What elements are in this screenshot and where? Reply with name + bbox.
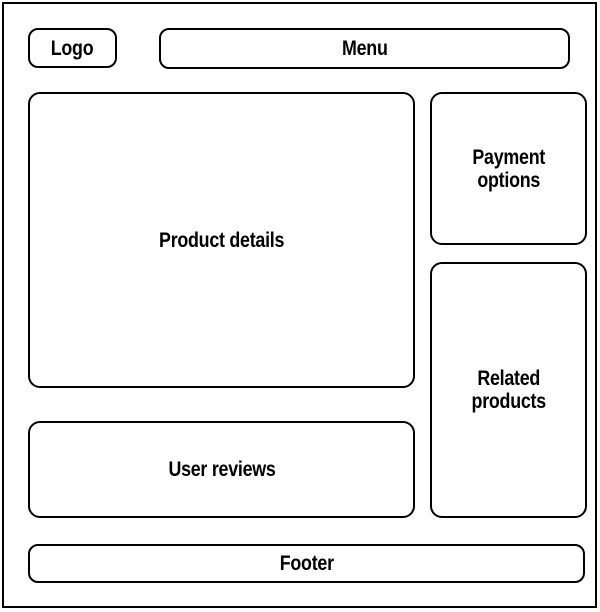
product-details-region: Product details xyxy=(28,92,415,388)
product-details-label: Product details xyxy=(158,228,285,252)
logo-label: Logo xyxy=(51,36,94,60)
footer-region: Footer xyxy=(28,544,585,583)
related-products-label: Related products xyxy=(471,367,546,413)
menu-region: Menu xyxy=(159,28,570,69)
user-reviews-region: User reviews xyxy=(28,421,415,518)
footer-label: Footer xyxy=(279,552,334,575)
logo-region: Logo xyxy=(28,28,117,68)
payment-options-region: Payment options xyxy=(430,92,587,245)
payment-options-label: Payment options xyxy=(472,145,545,192)
menu-label: Menu xyxy=(341,37,388,60)
related-products-region: Related products xyxy=(430,262,587,518)
user-reviews-label: User reviews xyxy=(167,458,276,481)
